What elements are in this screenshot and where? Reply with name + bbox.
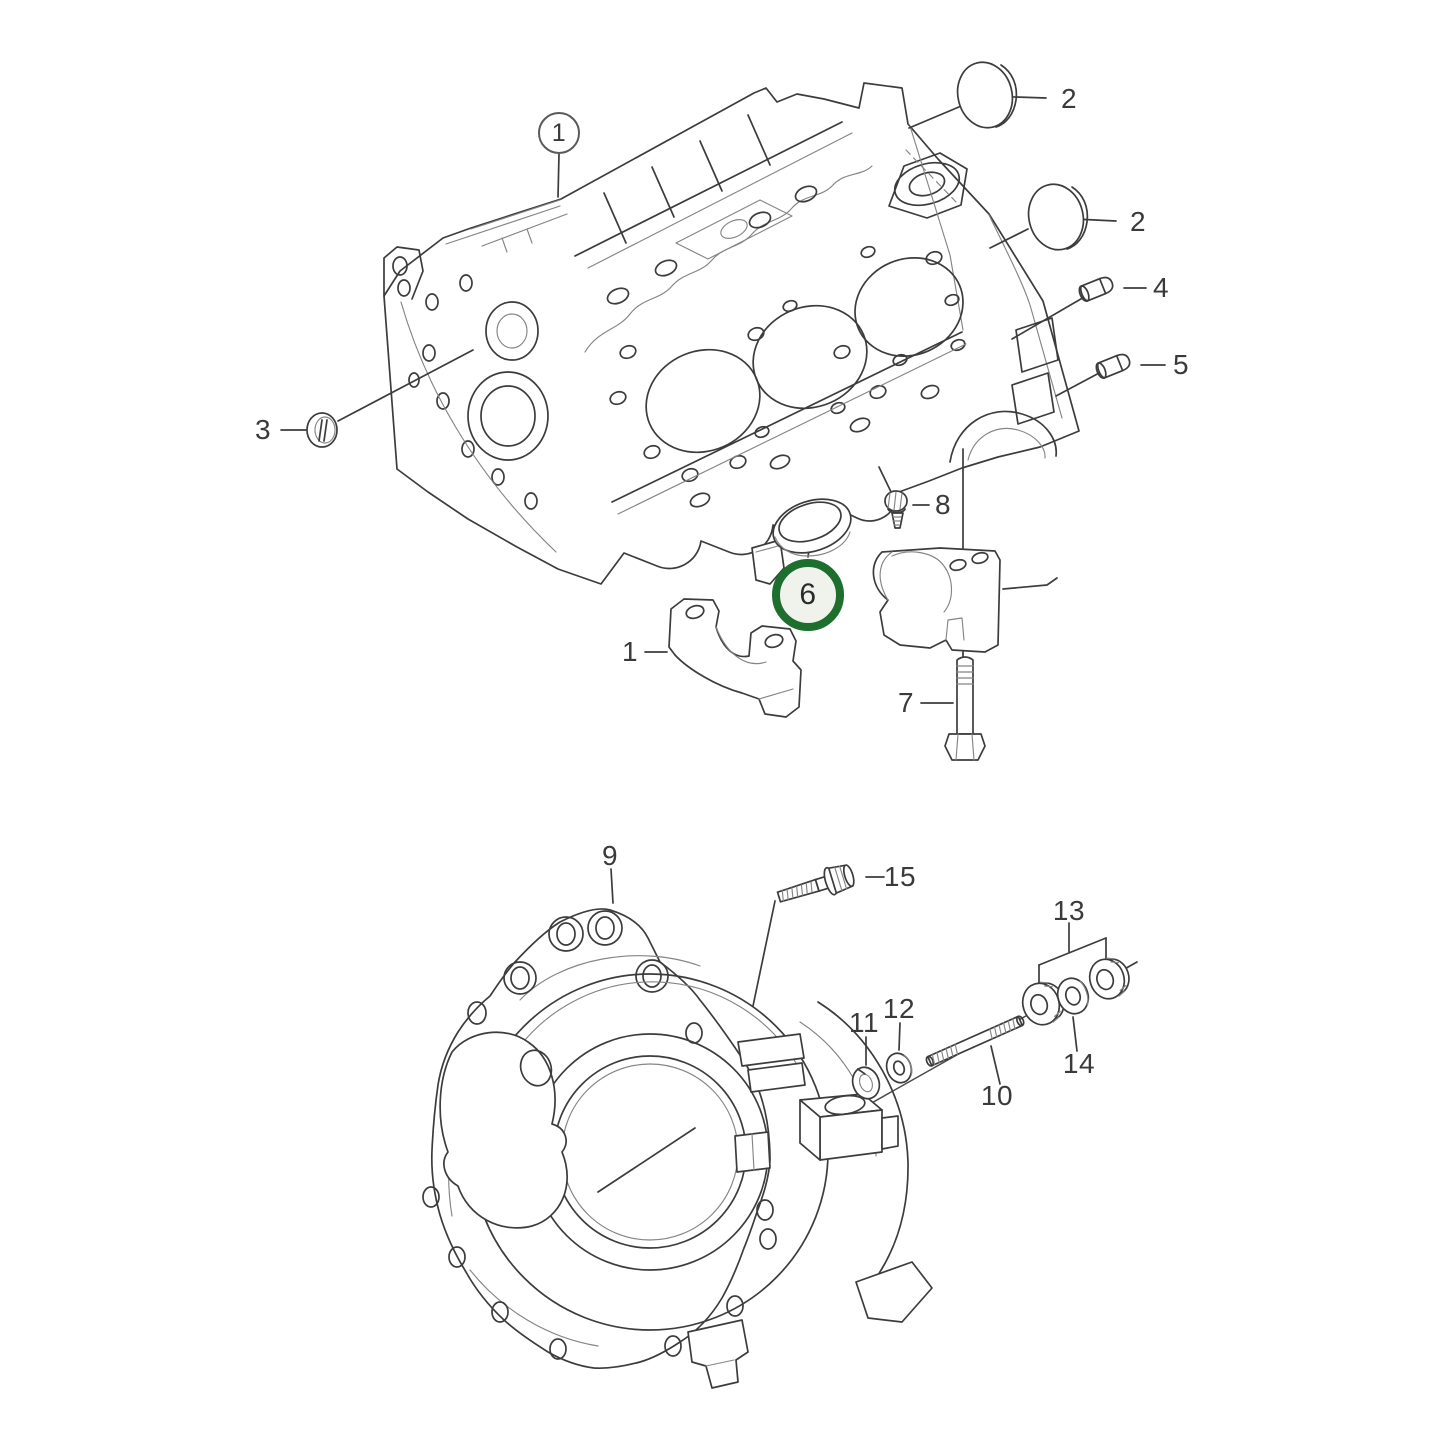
callout-8[interactable]: 8	[934, 489, 952, 520]
washer-11-drawing	[851, 1066, 881, 1100]
washer-14-drawing	[1056, 977, 1090, 1015]
core-plug-upper-drawing	[956, 61, 1018, 129]
callout-9[interactable]: 9	[601, 840, 619, 871]
nut-13b-drawing	[1088, 957, 1130, 1000]
grub-screw-8-drawing	[884, 490, 908, 529]
clutch-housing-drawing	[422, 908, 1041, 1389]
callout-7[interactable]: 7	[897, 687, 915, 718]
plug-4-drawing	[1078, 276, 1114, 303]
callout-2-upper[interactable]: 2	[1060, 83, 1078, 114]
callout-1-bearing-cap[interactable]: 1	[621, 636, 639, 667]
engine-block-drawing	[383, 82, 1080, 585]
callout-10[interactable]: 10	[980, 1080, 1014, 1111]
callout-4[interactable]: 4	[1152, 272, 1170, 303]
callout-15[interactable]: 15	[883, 861, 917, 892]
callout-13[interactable]: 13	[1052, 895, 1086, 926]
washer-12-drawing	[885, 1052, 913, 1084]
bearing-cap-right-drawing	[872, 547, 1001, 653]
sealing-plug-3-drawing	[306, 412, 338, 448]
plug-5-drawing	[1095, 353, 1131, 380]
callout-6-highlighted[interactable]: 6	[772, 559, 844, 631]
stud-10-drawing	[925, 1015, 1025, 1067]
callout-14[interactable]: 14	[1062, 1048, 1096, 1079]
bearing-cap-left-drawing	[668, 598, 802, 718]
callout-12[interactable]: 12	[882, 993, 916, 1024]
bolt-15-drawing	[776, 864, 855, 903]
callout-2-lower[interactable]: 2	[1129, 206, 1147, 237]
callout-3[interactable]: 3	[254, 414, 272, 445]
core-plug-lower-drawing	[1027, 183, 1089, 251]
bolt-7-drawing	[944, 656, 986, 761]
seal-ring-6-drawing	[772, 498, 852, 557]
callout-11[interactable]: 11	[848, 1007, 880, 1038]
callout-5[interactable]: 5	[1172, 349, 1190, 380]
callout-1-block-circled[interactable]: 1	[538, 112, 580, 154]
